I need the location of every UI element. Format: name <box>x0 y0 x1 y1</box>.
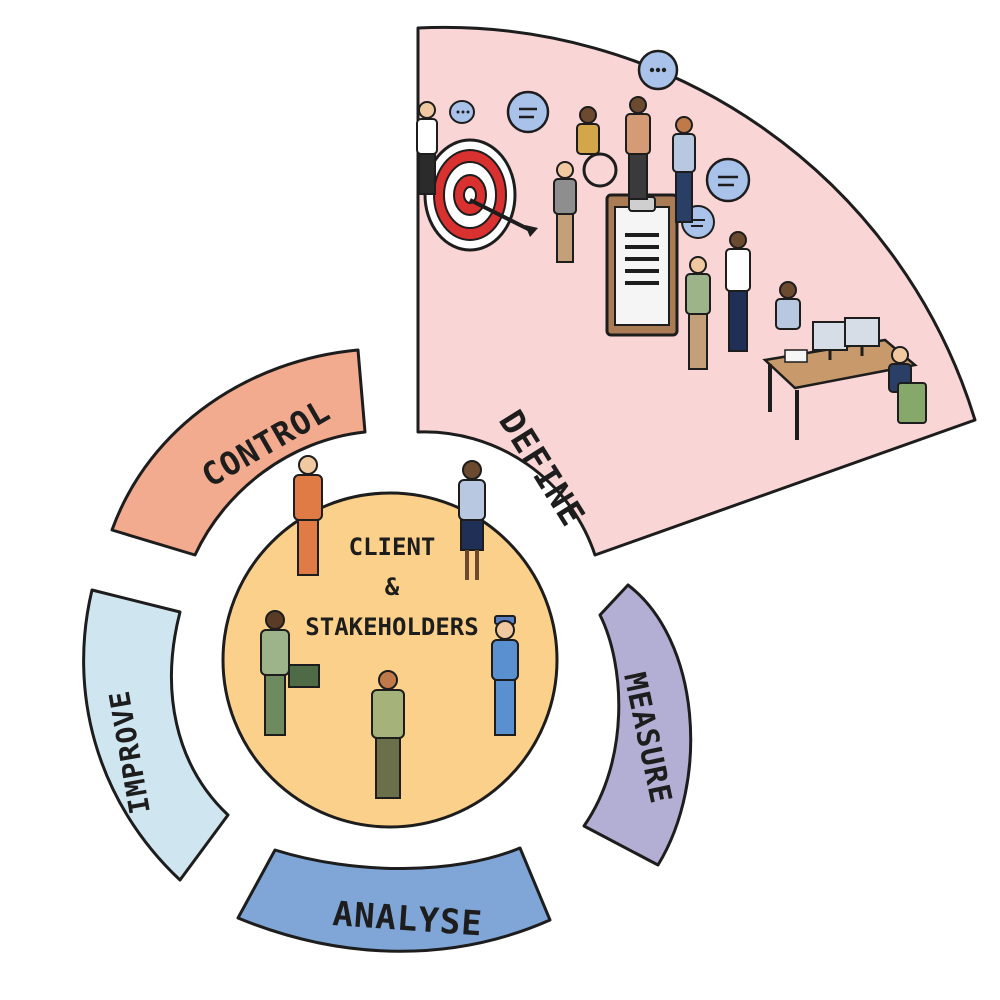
define-segment: DEFINE <box>416 25 977 557</box>
person-figure-icon <box>672 116 696 223</box>
speech-bubble-icon <box>506 90 550 134</box>
person-figure-icon <box>260 610 320 736</box>
measure-segment: MEASURE <box>582 583 693 867</box>
hub-circle: CLIENT & STAKEHOLDERS <box>221 455 559 829</box>
measure-band <box>582 583 693 867</box>
person-figure-icon <box>576 106 618 188</box>
person-figure-icon <box>458 460 486 580</box>
person-figure-icon <box>725 231 751 352</box>
analyse-band <box>236 846 552 953</box>
speech-bubble-icon <box>637 49 679 91</box>
hub-label-line2: & <box>385 573 400 601</box>
control-band <box>110 348 367 557</box>
improve-band <box>82 588 230 882</box>
person-figure-icon <box>553 161 577 263</box>
analyse-segment: ANALYSE <box>236 846 552 953</box>
person-figure-icon <box>625 96 651 200</box>
person-figure-icon <box>685 256 711 370</box>
hub-disc <box>221 491 559 829</box>
person-figure-icon <box>293 455 323 576</box>
person-figure-icon <box>416 101 438 195</box>
improve-segment: IMPROVE <box>82 588 230 882</box>
person-figure-icon <box>775 281 801 330</box>
person-figure-icon <box>491 615 519 736</box>
hub-label-line1: CLIENT <box>349 533 436 561</box>
person-figure-icon <box>888 346 927 424</box>
person-figure-icon <box>371 670 405 799</box>
hub-label-line3: STAKEHOLDERS <box>305 613 478 641</box>
clipboard-icon <box>605 193 679 337</box>
speech-bubble-icon <box>705 157 751 203</box>
speech-bubble-icon <box>449 100 475 124</box>
office-desk-icon <box>762 317 918 440</box>
target-with-arrow-icon <box>423 138 538 252</box>
